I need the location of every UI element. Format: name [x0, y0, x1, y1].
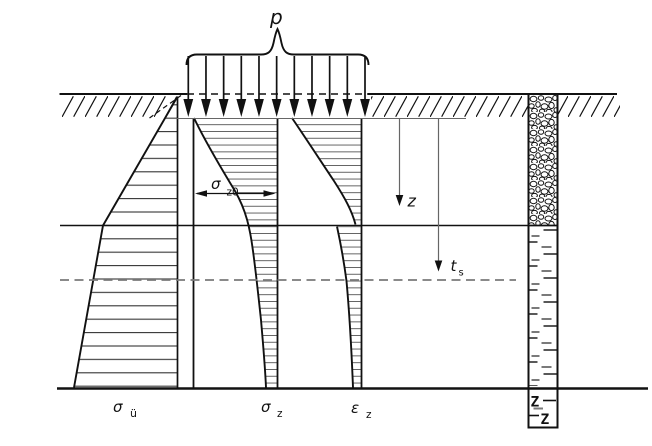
load-arrow-head [360, 99, 370, 117]
z-arrow-head [395, 195, 404, 206]
borehole-outline [527, 93, 559, 429]
sigma-z-hatch-area [194, 118, 278, 388]
distributed-load: p [183, 5, 370, 117]
ts-label-sub: s [459, 268, 464, 279]
sigma-z0-label: σ [211, 175, 221, 193]
borehole-gravel-layer [529, 95, 557, 225]
foundation-edge-dashed-diagonal [149, 95, 182, 119]
epsilon-z-label-sub: z [366, 409, 372, 421]
load-arrow-head [201, 99, 211, 117]
load-arrow-head [307, 99, 317, 117]
load-arrow-head [271, 99, 282, 117]
load-arrow-head [342, 99, 353, 117]
epsilon-z-upper-hatch-area [292, 118, 362, 225]
load-label: p [269, 5, 283, 29]
ground-hatch-right [558, 96, 620, 117]
sigma-z0-label-sub: z0 [227, 187, 239, 199]
load-arrow-head [183, 99, 194, 117]
load-arrows [183, 56, 370, 117]
sigma-z0-arrow-head-right [263, 190, 276, 197]
load-arrow-head [218, 99, 229, 117]
load-arrow-head [254, 99, 264, 117]
sigma-z0-dimension: σ z0 [195, 175, 276, 199]
load-arrow-head [324, 99, 335, 117]
profile-labels: σ ü σ z ε z [113, 398, 372, 421]
sigma-z-profile [192, 117, 279, 388]
borehole-silt-layer [529, 227, 557, 386]
borehole-rock-symbol-2: Z [541, 412, 550, 428]
sigma-ue-label: σ [113, 398, 123, 416]
sigma-ue-label-sub: ü [130, 407, 137, 420]
ground-hatch-middle [371, 96, 528, 117]
z-depth-arrow: z [395, 119, 417, 211]
sigma-z-label: σ [261, 398, 271, 416]
borehole-outline-group: Z Z [527, 93, 559, 429]
borehole-column [528, 94, 558, 428]
sigma-z0-arrow-head-left [195, 190, 207, 197]
load-arrow-head [236, 99, 247, 117]
borehole-rock-symbol-1: Z [531, 395, 540, 411]
sigma-z-curve [193, 117, 267, 388]
epsilon-z-label: ε [351, 399, 359, 417]
epsilon-z-upper-curve [291, 117, 357, 225]
load-brace [185, 26, 370, 66]
ground-hatch-left [62, 96, 176, 117]
ts-depth-arrow: t s [434, 119, 464, 279]
epsilon-z-lower-curve [336, 226, 354, 388]
z-axis-label: z [407, 192, 417, 211]
load-arrow-head [289, 99, 300, 117]
epsilon-z-profile [291, 117, 363, 388]
ts-arrow-head [434, 260, 443, 272]
sigma-z-label-sub: z [277, 408, 283, 420]
ground-hatching [62, 95, 620, 119]
ts-label: t [451, 257, 458, 275]
sigma-ue-hatch-area [74, 96, 178, 388]
